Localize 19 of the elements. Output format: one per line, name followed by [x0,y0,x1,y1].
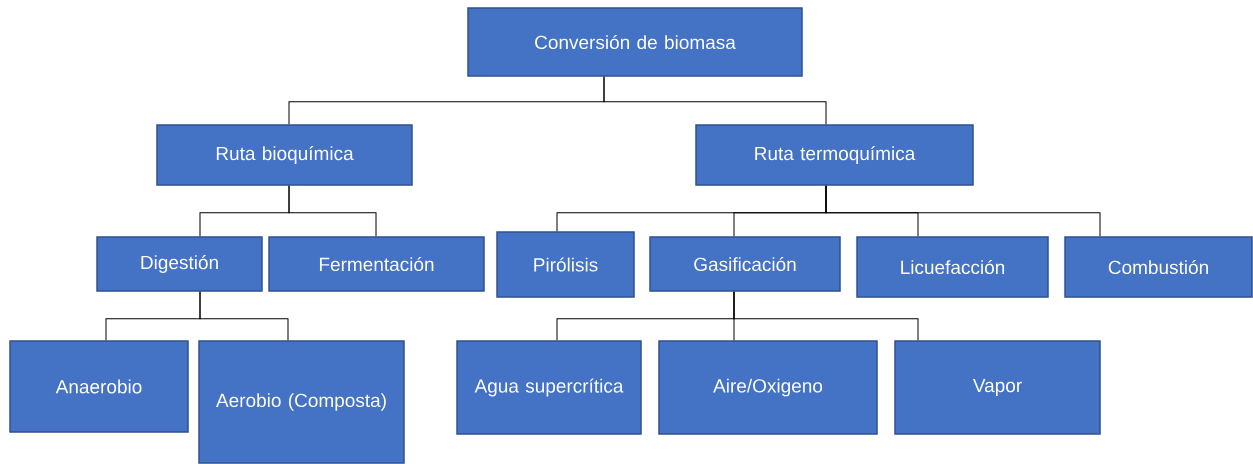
connector-line [733,291,919,341]
process-box: Vapor [894,340,1101,435]
process-box: Digestión [96,236,263,292]
process-box: Aerobio (Composta) [198,340,405,464]
process-box: Conversión de biomasa [467,7,803,77]
process-box: Ruta termoquímica [695,124,974,186]
process-box: Pirólisis [496,231,635,298]
connector-line [825,185,1101,237]
connector-line [288,185,377,237]
connector-line [603,76,827,125]
process-box: Anaerobio [9,340,189,433]
process-box: Gasificación [649,236,841,292]
process-box: Fermentación [268,236,485,292]
connector-line [199,291,289,341]
process-box: Combustión [1064,236,1253,298]
process-box: Licuefacción [856,236,1049,298]
process-box: Aire/Oxigeno [658,340,878,435]
process-box: Agua supercrítica [456,340,642,435]
process-box: Ruta bioquímica [156,124,413,186]
